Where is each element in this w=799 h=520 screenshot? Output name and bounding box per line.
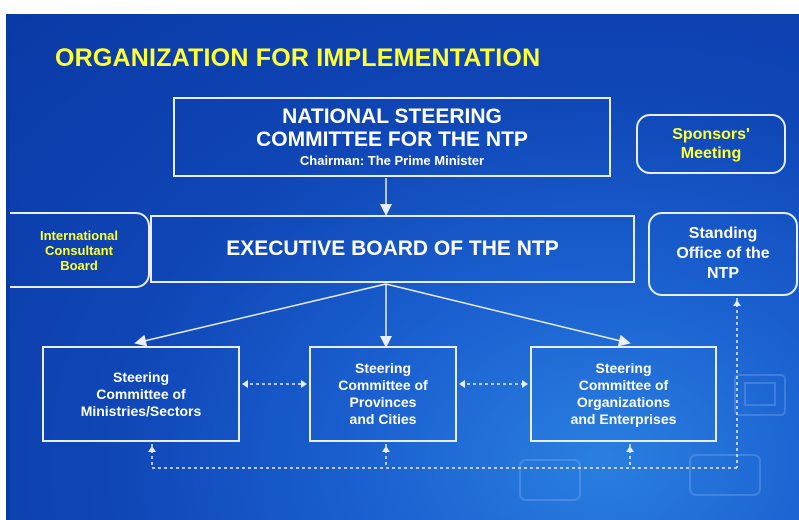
steering-committee-organizations-box: Steering Committee of Organizations and … bbox=[530, 346, 717, 442]
slide-left-edge bbox=[0, 0, 10, 520]
standing-line1: Standing bbox=[688, 225, 758, 242]
sponsors-line2: Meeting bbox=[680, 145, 742, 162]
sc2-line: and Cities bbox=[349, 411, 417, 427]
nsc-line2: COMMITTEE FOR THE NTP bbox=[256, 128, 528, 151]
exec-label: EXECUTIVE BOARD OF THE NTP bbox=[226, 237, 559, 260]
icb-line3: Board bbox=[60, 257, 98, 273]
standing-line3: NTP bbox=[707, 265, 739, 282]
sc1-line: Steering bbox=[112, 368, 169, 385]
decorative-monitor-icon bbox=[519, 374, 786, 501]
standing-office-box: Standing Office of the NTP bbox=[648, 212, 798, 296]
national-steering-committee-box: NATIONAL STEERING COMMITTEE FOR THE NTP … bbox=[173, 97, 611, 177]
exec-to-sc3-arrow bbox=[385, 283, 631, 347]
sponsors-meeting-box: Sponsors' Meeting bbox=[636, 114, 786, 174]
steering-committee-ministries-box: Steering Committee of Ministries/Sectors bbox=[42, 346, 240, 442]
nsc-chairman: Chairman: The Prime Minister bbox=[299, 153, 485, 168]
executive-board-box: EXECUTIVE BOARD OF THE NTP bbox=[150, 215, 635, 283]
sc2-line: Provinces bbox=[349, 394, 417, 410]
sc1-line: Committee of bbox=[96, 385, 186, 402]
nsc-line1: NATIONAL STEERING bbox=[282, 105, 502, 128]
sc2-line: Steering bbox=[354, 360, 411, 376]
icb-line1: International bbox=[39, 227, 118, 243]
sc3-line: and Enterprises bbox=[570, 411, 677, 427]
icb-line2: Consultant bbox=[45, 242, 113, 258]
page-title: ORGANIZATION FOR IMPLEMENTATION bbox=[55, 44, 541, 72]
exec-to-sc1-arrow bbox=[134, 283, 387, 347]
international-consultant-board-box: International Consultant Board bbox=[10, 212, 150, 288]
sc3-line: Committee of bbox=[578, 377, 669, 393]
sc2-line: Committee of bbox=[338, 377, 428, 393]
standing-line2: Office of the bbox=[676, 245, 770, 262]
sc3-line: Steering bbox=[595, 360, 652, 376]
steering-committee-provinces-box: Steering Committee of Provinces and Citi… bbox=[309, 346, 457, 442]
sc3-line: Organizations bbox=[576, 394, 671, 410]
sc1-line: Ministries/Sectors bbox=[80, 402, 202, 419]
sponsors-line1: Sponsors' bbox=[672, 126, 750, 143]
